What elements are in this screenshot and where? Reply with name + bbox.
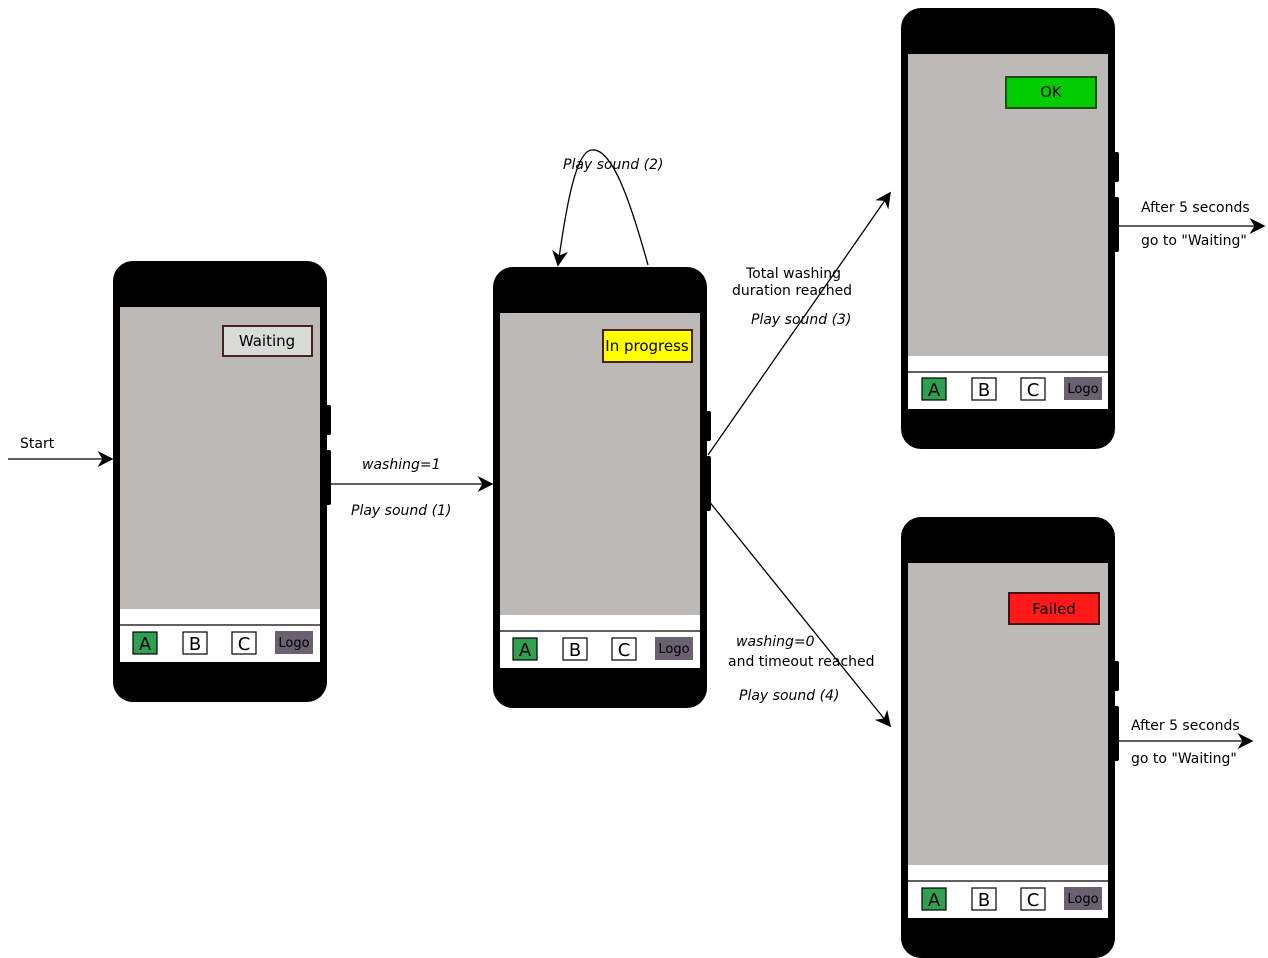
handwash-photo xyxy=(120,307,320,609)
phone-failed: A B C Logo Failed xyxy=(901,517,1119,958)
action-play-sound-1: Play sound (1) xyxy=(351,503,451,519)
phone-waiting: A B C Logo Waiting xyxy=(113,261,331,702)
button-a[interactable] xyxy=(921,377,947,401)
side-button xyxy=(1111,197,1119,252)
button-c-label: C xyxy=(1027,380,1040,401)
logo-label: Logo xyxy=(1067,892,1098,907)
side-button xyxy=(703,411,711,441)
handwash-photo xyxy=(500,313,700,615)
status-text-ok: OK xyxy=(1040,83,1063,101)
button-c[interactable] xyxy=(611,637,637,661)
logo-label: Logo xyxy=(278,636,309,651)
status-badge-ok xyxy=(1005,76,1097,109)
action-play-sound-4: Play sound (4) xyxy=(739,688,839,704)
button-b-label: B xyxy=(569,640,581,661)
arrow-in-progress-to-ok xyxy=(707,191,891,456)
button-c-label: C xyxy=(1027,890,1040,911)
side-button xyxy=(323,405,331,435)
logo-label: Logo xyxy=(658,642,689,657)
button-b[interactable] xyxy=(182,631,208,655)
side-button xyxy=(1111,152,1119,182)
ok-exit-line1: After 5 seconds xyxy=(1141,200,1250,216)
start-label: Start xyxy=(20,436,55,452)
ok-exit-line2: go to "Waiting" xyxy=(1141,233,1247,249)
side-button xyxy=(323,450,331,505)
side-button xyxy=(1111,706,1119,761)
button-b-label: B xyxy=(189,634,201,655)
phone-in-progress: A B C Logo In progress xyxy=(493,267,711,708)
failed-exit-line1: After 5 seconds xyxy=(1131,718,1240,734)
button-a[interactable] xyxy=(132,631,158,655)
button-c[interactable] xyxy=(1020,887,1046,911)
logo xyxy=(1064,887,1102,910)
status-text-failed: Failed xyxy=(1032,600,1076,618)
side-button xyxy=(703,456,711,511)
status-badge-waiting xyxy=(222,325,313,357)
button-a-label: A xyxy=(928,380,941,401)
condition-duration-reached: duration reached xyxy=(732,283,852,299)
arrow-in-progress-to-failed xyxy=(707,499,892,728)
button-a-label: A xyxy=(519,640,532,661)
condition-timeout-reached: and timeout reached xyxy=(728,654,875,670)
action-play-sound-2: Play sound (2) xyxy=(563,157,663,173)
button-a[interactable] xyxy=(921,887,947,911)
button-b-label: B xyxy=(978,890,990,911)
status-text-waiting: Waiting xyxy=(239,332,295,350)
button-b[interactable] xyxy=(562,637,588,661)
action-play-sound-3: Play sound (3) xyxy=(751,312,851,328)
condition-total-washing: Total washing xyxy=(745,266,841,282)
button-b[interactable] xyxy=(971,377,997,401)
button-c[interactable] xyxy=(1020,377,1046,401)
button-a-label: A xyxy=(928,890,941,911)
logo xyxy=(1064,377,1102,400)
status-text-in-progress: In progress xyxy=(605,337,689,355)
button-a[interactable] xyxy=(512,637,538,661)
button-c-label: C xyxy=(238,634,251,655)
button-b[interactable] xyxy=(971,887,997,911)
self-loop-arrow xyxy=(552,149,649,267)
logo xyxy=(275,631,313,654)
condition-washing-1: washing=1 xyxy=(362,457,440,473)
status-badge-in-progress xyxy=(602,329,693,363)
button-c-label: C xyxy=(618,640,631,661)
logo-label: Logo xyxy=(1067,382,1098,397)
button-c[interactable] xyxy=(231,631,257,655)
button-b-label: B xyxy=(978,380,990,401)
side-button xyxy=(1111,661,1119,691)
failed-exit-line2: go to "Waiting" xyxy=(1131,751,1237,767)
condition-washing-0: washing=0 xyxy=(736,634,815,650)
phone-ok: A B C Logo OK xyxy=(901,8,1119,449)
button-a-label: A xyxy=(139,634,152,655)
logo xyxy=(655,637,693,660)
status-badge-failed xyxy=(1008,592,1100,625)
